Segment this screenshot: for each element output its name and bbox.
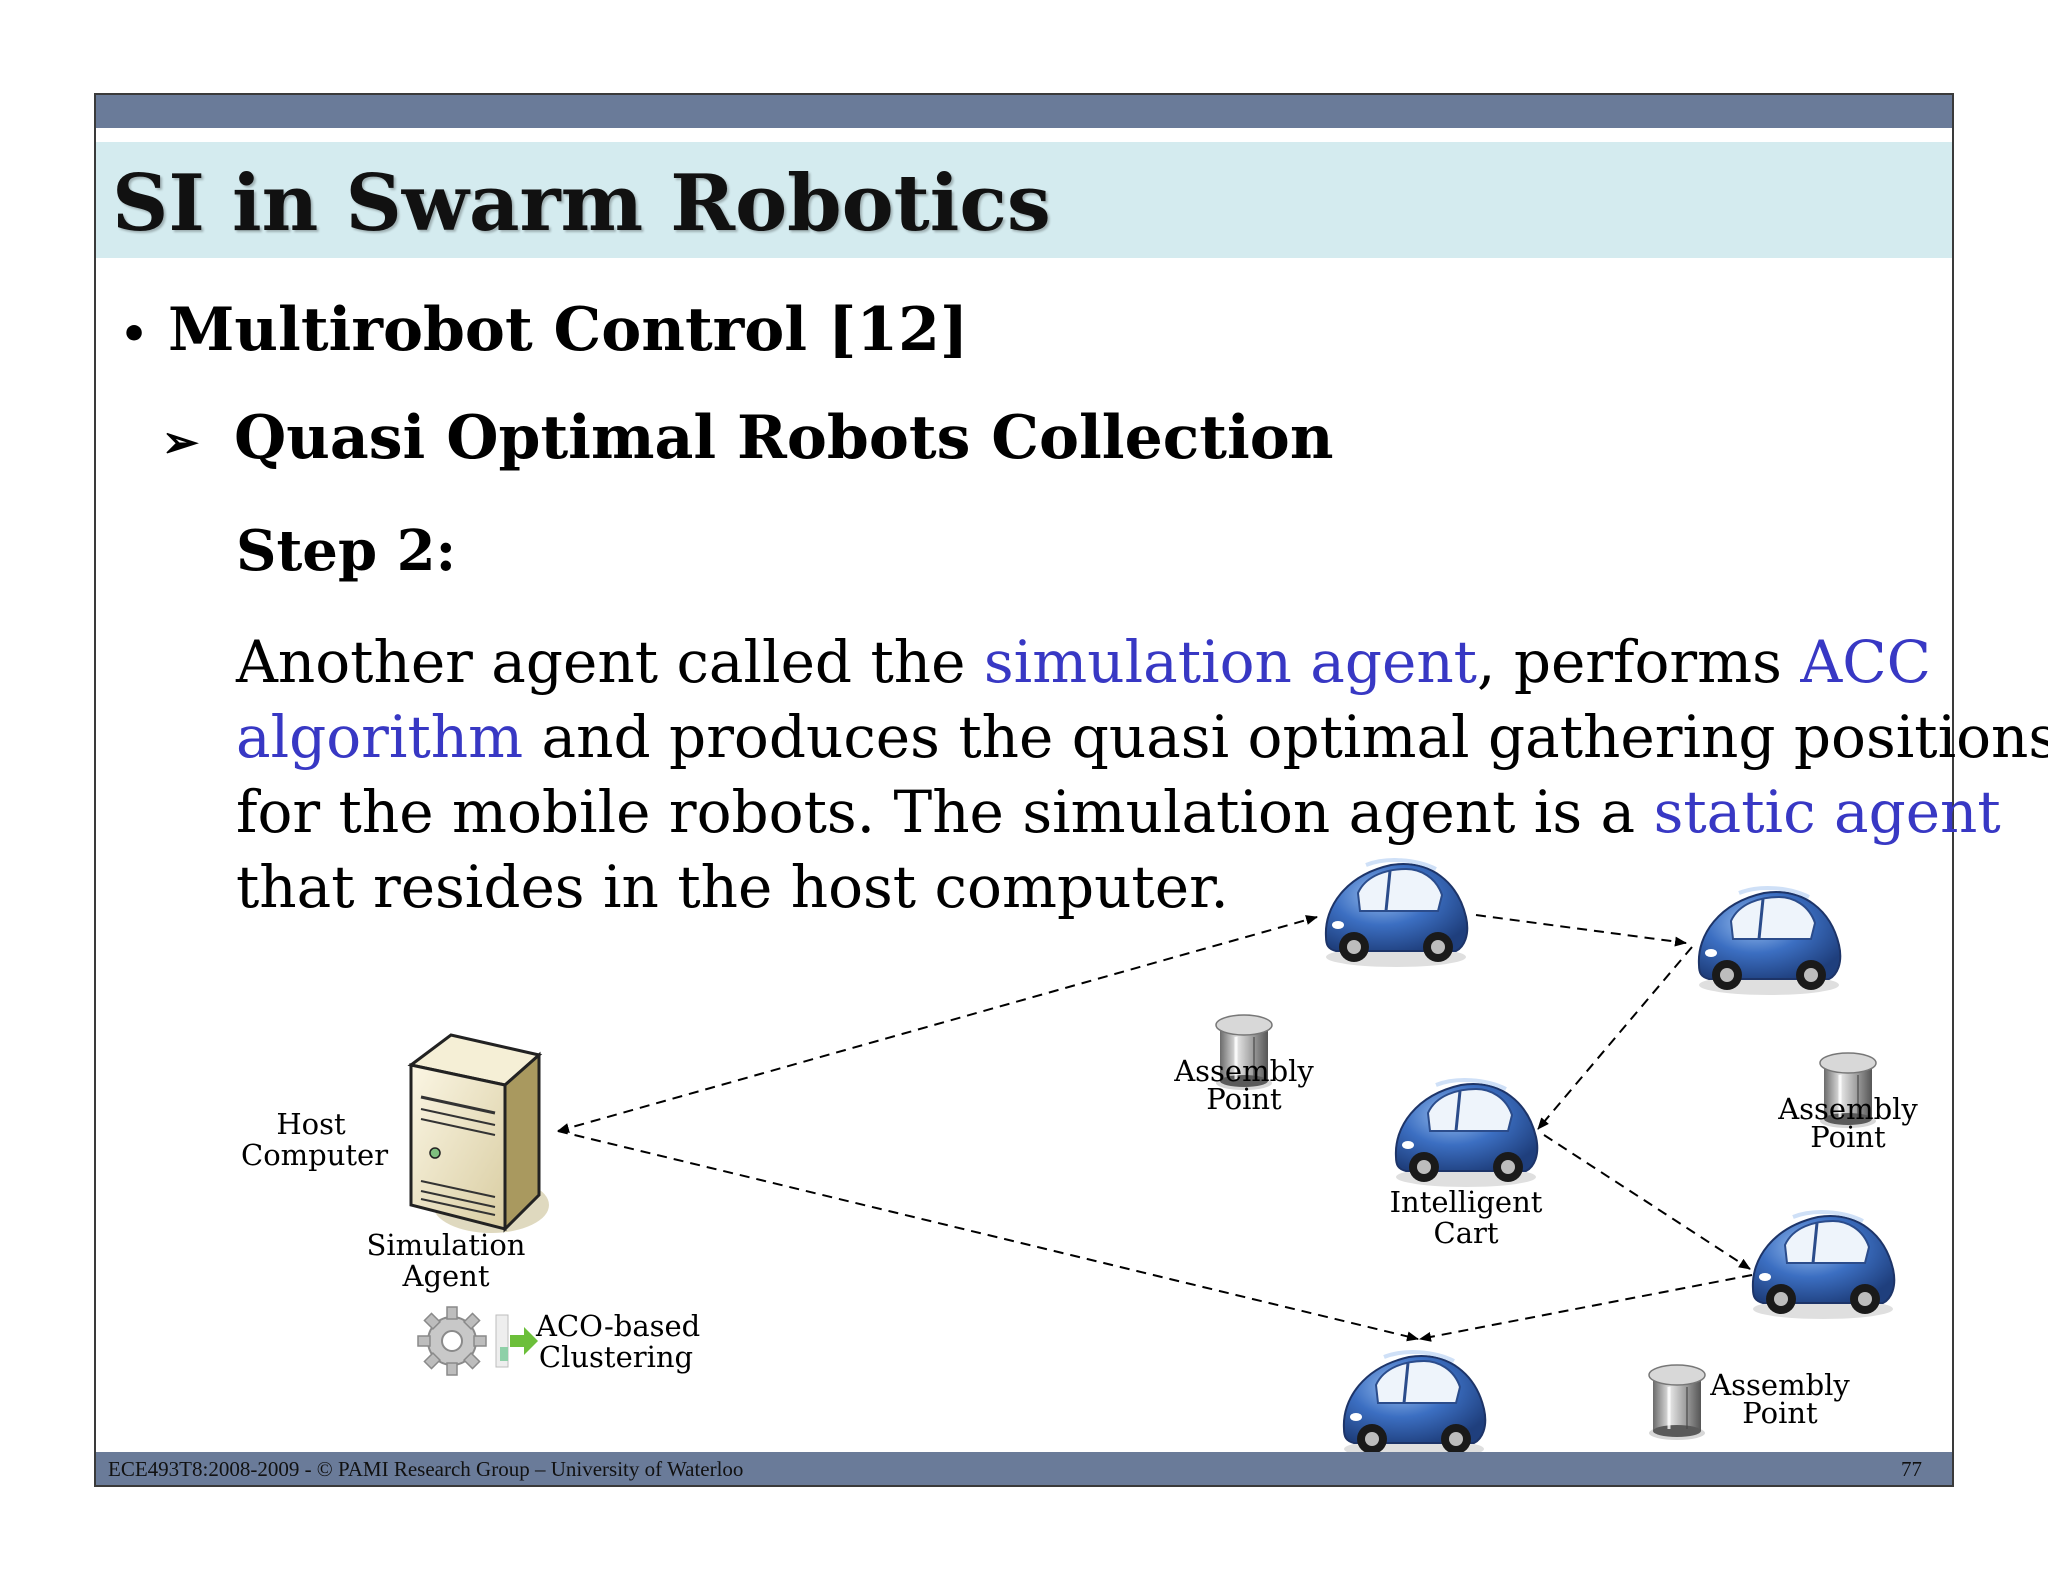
aco-clustering-label: ACO-based Clustering [536, 1309, 701, 1374]
arrow-bullet-icon: ➢ [162, 417, 199, 468]
highlight-acc: ACC [1800, 628, 1932, 696]
label-line: Simulation [366, 1228, 526, 1262]
slide: SI in Swarm Robotics • Multirobot Control… [94, 93, 2048, 1487]
label-line: Computer [241, 1138, 389, 1172]
bullet-multirobot-control: • Multirobot Control [12] [120, 295, 968, 365]
label-line: Cart [1433, 1216, 1499, 1250]
label-line: Assembly [1710, 1368, 1850, 1402]
intelligent-cart-label: Intelligent Cart [1386, 1187, 1546, 1249]
label-line: Point [1742, 1396, 1818, 1430]
link-host-to-cart-bottom [557, 1130, 1419, 1342]
step-label: Step 2: [236, 518, 457, 584]
paragraph-line: that resides in the host computer. [236, 850, 1936, 925]
link-cart-right-to-center [1537, 946, 1693, 1130]
bullet-quasi-optimal: ➢ Quasi Optimal Robots Collection [162, 403, 1333, 473]
paragraph-line: for the mobile robots. The simulation ag… [236, 775, 2001, 850]
cart-icon [1341, 1350, 1488, 1461]
top-band [96, 95, 1952, 128]
link-host-to-cart-top [557, 915, 1318, 1133]
link-center-to-cart-lowright [1543, 1134, 1751, 1270]
bullet-text: Multirobot Control [12] [168, 295, 969, 365]
step-description: Another agent called the simulation agen… [236, 625, 2048, 925]
text-run: for the mobile robots. The simulation ag… [236, 778, 1654, 846]
cart-icon [1696, 886, 1843, 997]
highlight-simulation-agent: simulation agent [983, 628, 1477, 696]
footer-credit: ECE493T8:2008-2009 - © PAMI Research Gro… [108, 1457, 744, 1481]
cart-icon [1323, 858, 1470, 969]
label-line: Assembly [1778, 1092, 1918, 1126]
slide-title: SI in Swarm Robotics [112, 158, 1051, 249]
title-bar [96, 142, 1952, 258]
label-line: Host [276, 1107, 346, 1141]
cart-icon [1750, 1210, 1897, 1321]
label-line: Point [1810, 1120, 1886, 1154]
label-line: Agent [402, 1259, 490, 1293]
link-cart-lowright-to-bottom [1419, 1274, 1753, 1342]
paragraph-line: algorithm and produces the quasi optimal… [236, 700, 2048, 775]
assembly-point-label: Assembly Point [1710, 1368, 1850, 1430]
highlight-algorithm: algorithm [236, 703, 524, 771]
label-line: Point [1206, 1082, 1282, 1116]
intelligent-cart-icon [1393, 1078, 1540, 1189]
host-computer-label: Host Computer [241, 1107, 389, 1172]
gear-icon [417, 1306, 538, 1376]
assembly-point-label: Assembly Point [1778, 1092, 1918, 1154]
page-number: 77 [1901, 1457, 1922, 1481]
highlight-static-agent: static agent [1653, 778, 2001, 846]
label-line: Clustering [538, 1340, 694, 1374]
host-computer-icon [407, 1033, 549, 1233]
text-run: Another agent called the [236, 628, 984, 696]
paragraph-line: Another agent called the simulation agen… [236, 625, 1936, 700]
label-line: Assembly [1174, 1054, 1314, 1088]
link-cart-top-to-cart-right [1475, 914, 1687, 947]
label-line: Intelligent [1389, 1185, 1543, 1219]
assembly-point-label: Assembly Point [1174, 1054, 1314, 1116]
swarm-diagram [407, 858, 1897, 1461]
bullet-dot-icon: • [120, 309, 149, 360]
text-run: that resides in the host computer. [236, 853, 1229, 921]
simulation-agent-label: Simulation Agent [366, 1230, 526, 1292]
label-line: ACO-based [536, 1309, 701, 1343]
footer-bar: ECE493T8:2008-2009 - © PAMI Research Gro… [96, 1452, 1952, 1485]
text-run: , performs [1476, 628, 1801, 696]
text-run: and produces the quasi optimal gathering… [523, 703, 2048, 771]
bullet-text: Quasi Optimal Robots Collection [234, 403, 1334, 473]
assembly-point-icon [1647, 1363, 1707, 1442]
